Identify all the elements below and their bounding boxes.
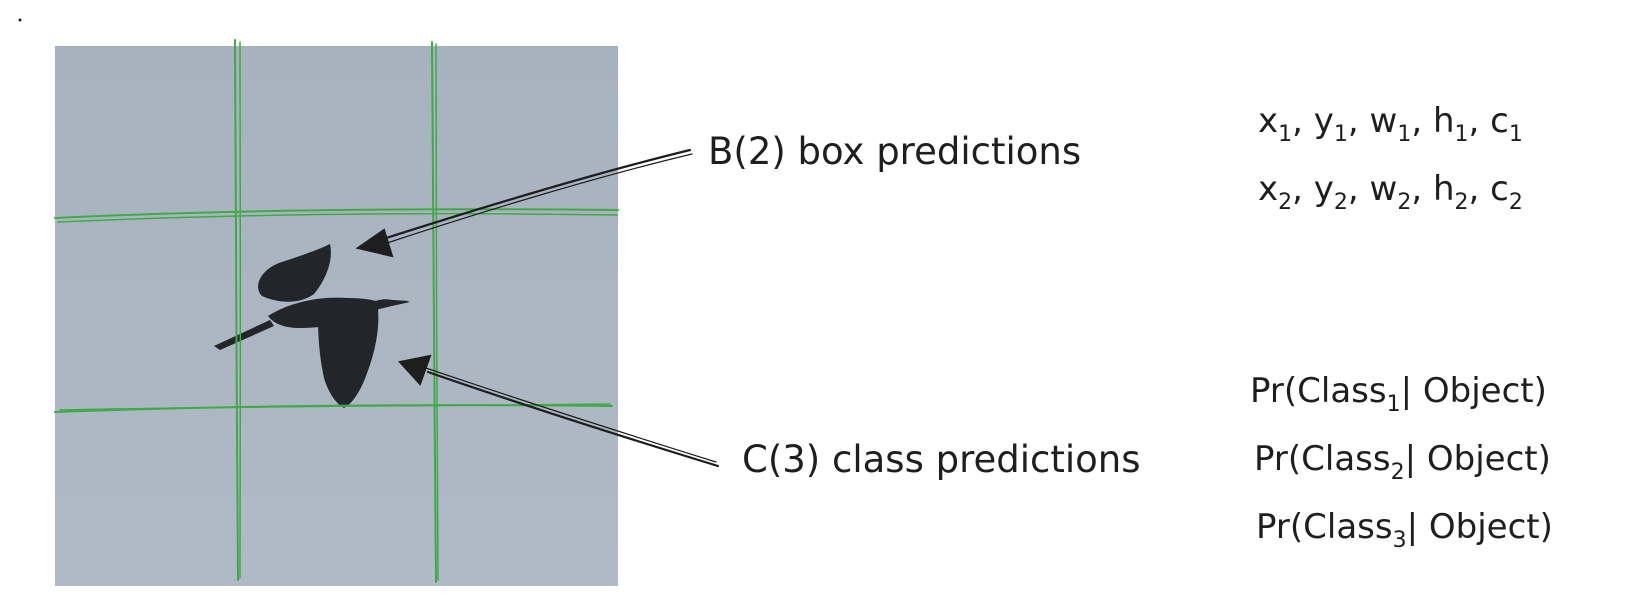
class-probability-row-2: Pr(Class2| Object) xyxy=(1254,439,1551,485)
class-probability-row-3: Pr(Class3| Object) xyxy=(1256,507,1553,553)
formula-variable: x xyxy=(1258,169,1278,209)
box-formula-row-1: x1, y1, w1, h1, c1 xyxy=(1258,101,1523,147)
formula-suffix: | Object) xyxy=(1401,371,1547,411)
formula-subscript: 1 xyxy=(1387,392,1401,417)
formula-subscript: 1 xyxy=(1509,122,1523,147)
arrowhead-class xyxy=(398,354,432,386)
grid-line-horizontal-1 xyxy=(54,208,619,219)
class-predictions-label: C(3) class predictions xyxy=(742,438,1141,481)
grid-line-vertical-2 xyxy=(431,41,437,583)
formula-variable: x xyxy=(1258,101,1278,141)
formula-variable: y xyxy=(1314,101,1334,141)
formula-subscript: 1 xyxy=(1397,122,1411,147)
photo xyxy=(54,39,619,586)
formula-prefix: Pr(Class xyxy=(1250,371,1387,411)
formula-subscript: 1 xyxy=(1455,122,1469,147)
formula-subscript: 2 xyxy=(1509,190,1523,215)
arrowhead-box xyxy=(355,228,394,258)
grid-lines xyxy=(54,39,619,583)
formula-separator: , xyxy=(1348,169,1370,209)
formula-separator: , xyxy=(1411,169,1433,209)
formula-variable: c xyxy=(1490,169,1509,209)
formula-variable: c xyxy=(1490,101,1509,141)
formula-separator: , xyxy=(1292,101,1314,141)
heron-silhouette xyxy=(214,244,410,408)
formula-separator: , xyxy=(1469,169,1491,209)
formula-subscript: 2 xyxy=(1397,190,1411,215)
formula-subscript: 3 xyxy=(1393,528,1407,553)
formula-separator: , xyxy=(1469,101,1491,141)
formula-subscript: 1 xyxy=(1278,122,1292,147)
arrow-class-predictions xyxy=(398,354,720,468)
formula-variable: w xyxy=(1370,169,1398,209)
box-formula-row-2: x2, y2, w2, h2, c2 xyxy=(1258,169,1523,215)
formula-subscript: 2 xyxy=(1334,190,1348,215)
formula-suffix: | Object) xyxy=(1407,507,1553,547)
arrow-box-predictions xyxy=(355,148,693,258)
formula-separator: , xyxy=(1292,169,1314,209)
class-probability-formulas: Pr(Class1| Object)Pr(Class2| Object)Pr(C… xyxy=(1250,371,1553,553)
formula-separator: , xyxy=(1411,101,1433,141)
formula-subscript: 2 xyxy=(1455,190,1469,215)
box-predictions-label: B(2) box predictions xyxy=(708,130,1081,173)
formula-subscript: 2 xyxy=(1278,190,1292,215)
formula-separator: , xyxy=(1348,101,1370,141)
formula-subscript: 1 xyxy=(1334,122,1348,147)
formula-variable: h xyxy=(1433,169,1455,209)
formula-suffix: | Object) xyxy=(1405,439,1551,479)
formula-prefix: Pr(Class xyxy=(1256,507,1393,547)
class-probability-row-1: Pr(Class1| Object) xyxy=(1250,371,1547,417)
formula-subscript: 2 xyxy=(1391,460,1405,485)
grid-line-vertical-1 xyxy=(234,39,239,581)
formula-variable: y xyxy=(1314,169,1334,209)
formula-prefix: Pr(Class xyxy=(1254,439,1391,479)
formula-variable: h xyxy=(1433,101,1455,141)
stray-mark xyxy=(18,18,22,22)
formula-variable: w xyxy=(1370,101,1398,141)
